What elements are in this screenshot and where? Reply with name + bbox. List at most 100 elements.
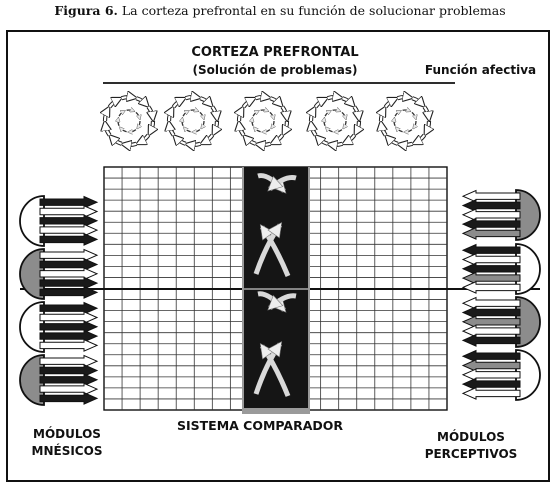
perceptual-label-line1: MÓDULOS xyxy=(437,430,505,444)
module-dome xyxy=(515,296,541,348)
module-arrow xyxy=(461,226,521,240)
inner-cycle-arc xyxy=(411,111,416,118)
cycle-arrow xyxy=(311,124,315,136)
perceptual-module xyxy=(461,349,541,401)
comparator-system xyxy=(242,167,310,414)
module-arrow xyxy=(461,217,521,231)
inner-cycle-arc xyxy=(397,128,403,133)
inner-cycle-arc xyxy=(199,111,204,118)
inner-cycle-arc xyxy=(182,111,188,117)
cycle-arrow xyxy=(136,98,146,104)
cycle-arrow xyxy=(148,106,152,118)
cycle-wheel xyxy=(239,97,287,145)
inner-cycle-arc xyxy=(394,119,395,127)
module-dome xyxy=(19,301,45,353)
module-arrow xyxy=(461,271,521,285)
cycle-arrow xyxy=(274,134,284,143)
perceptual-modules xyxy=(461,189,541,401)
module-arrow xyxy=(461,324,521,338)
perceptual-module xyxy=(461,296,541,348)
module-arrow xyxy=(39,373,99,387)
module-dome xyxy=(515,189,541,241)
mnesic-label-line2: MNÉSICOS xyxy=(31,444,103,458)
cycle-arrow xyxy=(424,106,428,118)
perceptual-label-line2: PERCEPTIVOS xyxy=(424,447,518,461)
cycle-arrow xyxy=(176,138,186,144)
cycle-arrow xyxy=(401,144,413,145)
inner-cycle-arc xyxy=(185,128,191,133)
inner-cycle-arc xyxy=(182,119,183,127)
module-arrow xyxy=(39,382,99,396)
cycle-arrow xyxy=(212,106,216,118)
cycle-arrow xyxy=(169,124,173,136)
module-arrow xyxy=(39,391,99,405)
module-arrow xyxy=(39,301,99,315)
cycle-arrow xyxy=(112,138,122,144)
inner-cycle-arc xyxy=(406,129,413,132)
figure-caption-text: La corteza prefrontal en su función de s… xyxy=(121,3,506,18)
module-arrow xyxy=(39,364,99,377)
cycle-arrow xyxy=(381,110,384,122)
module-arrow xyxy=(461,208,521,222)
module-arrow xyxy=(461,253,521,266)
cycle-arrow xyxy=(416,134,426,143)
module-dome xyxy=(515,349,541,401)
module-arrow xyxy=(461,333,521,347)
cycle-arrow xyxy=(172,99,183,108)
cycle-arrow xyxy=(388,138,398,144)
figure-caption: Figura 6. La corteza prefrontal en su fu… xyxy=(0,3,560,18)
inner-cycle-arc xyxy=(272,120,274,128)
inner-cycle-arc xyxy=(260,110,268,111)
mnesic-module xyxy=(19,248,99,300)
cycle-wheel xyxy=(381,97,429,145)
cycle-arrow xyxy=(204,134,214,143)
cycle-arrow xyxy=(242,99,253,108)
comparator-arrowhead xyxy=(267,294,284,311)
module-dome xyxy=(515,243,541,295)
cycle-arrow xyxy=(246,138,256,144)
module-dome xyxy=(19,195,45,247)
module-arrow xyxy=(39,248,99,262)
module-arrow xyxy=(39,205,99,218)
module-arrow xyxy=(461,189,521,203)
cycle-arrow xyxy=(105,110,108,122)
cortex-subtitle: (Solución de problemas) xyxy=(192,63,358,77)
module-arrow xyxy=(39,329,99,343)
inner-cycle-arc xyxy=(190,110,198,111)
inner-cycle-arc xyxy=(332,110,340,111)
mnesic-modules xyxy=(19,195,99,406)
cycle-arrow xyxy=(185,97,198,98)
module-arrow xyxy=(39,338,99,352)
inner-cycle-arc xyxy=(344,120,346,128)
module-arrow xyxy=(461,386,521,400)
cortex-title: CORTEZA PREFRONTAL xyxy=(191,45,359,60)
cycle-arrow xyxy=(397,97,410,98)
cycle-wheel xyxy=(169,97,217,145)
comparator-arrowhead xyxy=(267,175,284,192)
cycle-arrow xyxy=(105,124,109,136)
module-arrow xyxy=(39,320,99,334)
inner-cycle-arc xyxy=(194,129,201,132)
inner-cycle-arc xyxy=(324,111,330,117)
cortex-cycles xyxy=(105,97,429,145)
module-arrow xyxy=(461,377,521,391)
cycle-arrow xyxy=(412,98,422,104)
cycle-arrow xyxy=(331,144,343,145)
mnesic-module xyxy=(19,195,99,247)
cycle-arrow xyxy=(318,138,328,144)
perceptual-module xyxy=(461,243,541,295)
inner-cycle-arc xyxy=(126,110,134,111)
cycle-arrow xyxy=(381,124,385,136)
module-arrow xyxy=(39,232,99,246)
cycle-arrow xyxy=(327,97,340,98)
module-arrow xyxy=(461,315,521,329)
inner-cycle-arc xyxy=(118,119,119,127)
inner-cycle-arc xyxy=(336,129,343,132)
cycle-arrow xyxy=(311,110,314,122)
cycle-arrow xyxy=(255,97,268,98)
inner-cycle-arc xyxy=(252,111,258,117)
inner-cycle-arc xyxy=(414,120,416,128)
inner-cycle-arc xyxy=(202,120,204,128)
inner-cycle-arc xyxy=(118,111,124,117)
